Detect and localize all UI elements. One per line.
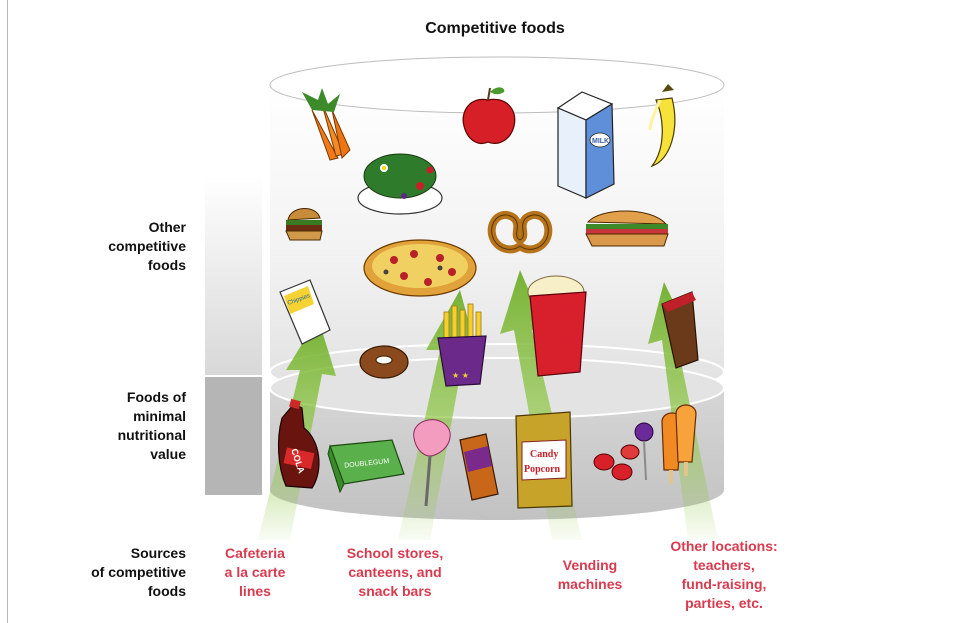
banana-icon <box>648 84 676 168</box>
label-line: competitive <box>108 238 186 254</box>
lower-cylinder <box>269 357 725 520</box>
source-line: a la carte <box>224 564 286 580</box>
source-other-locations: Other locations: teachers, fund-raising,… <box>654 537 794 613</box>
source-line: lines <box>239 583 271 599</box>
hamburger-icon <box>285 208 323 241</box>
label-minimal-nutritional-value: Foods of minimal nutritional value <box>80 388 186 464</box>
cake-slice-icon <box>661 291 699 369</box>
salad-icon <box>357 153 443 215</box>
candy-bar-icon <box>459 433 499 501</box>
frame-border <box>7 0 8 623</box>
cola-bottle-icon: COLA <box>277 398 320 489</box>
label-other-competitive-foods: Other competitive foods <box>80 218 186 275</box>
scale-bar-lower <box>205 377 262 495</box>
apple-icon <box>462 87 516 145</box>
label-line: Other <box>148 219 186 235</box>
sub-sandwich-icon <box>585 210 669 247</box>
milk-label: MILK <box>592 138 609 145</box>
source-line: fund-raising, <box>681 576 767 592</box>
label-line: value <box>150 446 186 462</box>
chips-bag-icon: Chippies <box>279 279 331 345</box>
cotton-candy-icon <box>413 419 451 507</box>
pizza-icon <box>363 239 477 297</box>
source-line: canteens, and <box>348 564 442 580</box>
source-line: snack bars <box>358 583 432 599</box>
source-school-stores: School stores, canteens, and snack bars <box>330 544 460 601</box>
candy-popcorn-label-1: Candy <box>530 449 558 460</box>
fries-icon: ★ ★ <box>437 303 487 387</box>
label-line: of competitive <box>91 564 186 580</box>
carrots-icon <box>302 88 351 161</box>
gum-label: DOUBLEGUM <box>344 458 390 470</box>
source-vending: Vending machines <box>540 556 640 594</box>
label-line: nutritional <box>117 427 186 443</box>
source-line: School stores, <box>346 545 444 561</box>
milk-carton-icon: MILK <box>556 91 615 199</box>
gum-pack-icon: DOUBLEGUM <box>327 439 405 494</box>
label-line: foods <box>147 257 186 273</box>
scale-bar-upper <box>205 175 262 375</box>
label-line: Sources <box>130 545 186 561</box>
donut-icon <box>359 345 409 379</box>
source-line: Cafeteria <box>225 545 285 561</box>
source-line: teachers, <box>693 557 755 573</box>
diagram-title: Competitive foods <box>425 20 565 37</box>
svg-text:★ ★: ★ ★ <box>452 371 469 380</box>
source-line: machines <box>557 576 623 592</box>
source-cafeteria: Cafeteria a la carte lines <box>205 544 305 601</box>
candy-popcorn-label-2: Popcorn <box>524 464 561 475</box>
source-line: parties, etc. <box>685 595 763 611</box>
candies-icon <box>593 422 654 481</box>
pretzel-icon <box>487 210 553 254</box>
label-line: Foods of <box>126 389 186 405</box>
source-line: Vending <box>562 557 618 573</box>
popsicles-icon <box>661 404 697 484</box>
label-sources: Sources of competitive foods <box>60 544 186 601</box>
candy-popcorn-box-icon: Candy Popcorn <box>515 411 573 509</box>
label-line: minimal <box>133 408 186 424</box>
source-line: Other locations: <box>670 538 778 554</box>
label-line: foods <box>147 583 186 599</box>
popcorn-icon <box>527 275 587 377</box>
